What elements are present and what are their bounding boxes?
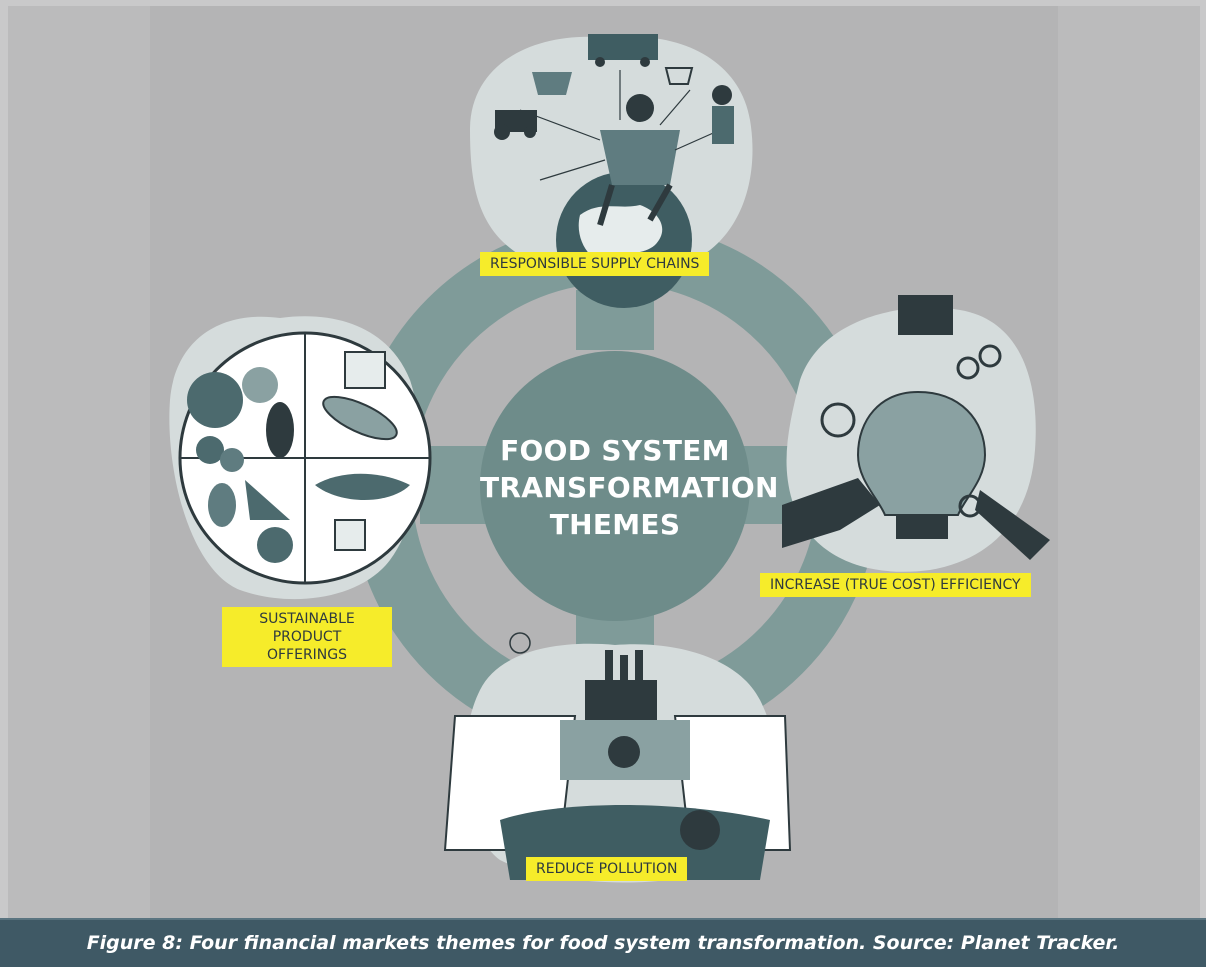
theme-label-product-offerings-line-1: SUSTAINABLE	[259, 611, 355, 627]
center-disc	[480, 351, 750, 621]
figure-caption: Figure 8: Four financial markets themes …	[0, 918, 1206, 967]
theme-label-product-offerings-line-2: PRODUCT OFFERINGS	[266, 629, 348, 663]
efficiency-illustration	[782, 295, 1050, 572]
center-title: FOOD SYSTEM TRANSFORMATION THEMES	[480, 432, 779, 543]
spoke-left	[420, 446, 490, 524]
center-title-line-1: FOOD SYSTEM	[500, 434, 730, 467]
chef-icon	[712, 85, 732, 105]
theme-label-pollution: REDUCE POLLUTION	[526, 857, 688, 881]
truck-icon	[588, 34, 658, 60]
factory-icon	[585, 680, 657, 724]
theme-label-supply-chains: RESPONSIBLE SUPPLY CHAINS	[480, 252, 710, 276]
diagram-canvas	[169, 34, 1050, 883]
food-plate-illustration	[169, 316, 432, 600]
center-title-line-3: THEMES	[549, 508, 681, 541]
pipe-icon	[608, 736, 640, 768]
theme-label-product-offerings: SUSTAINABLE PRODUCT OFFERINGS	[222, 607, 392, 667]
center-title-line-2: TRANSFORMATION	[480, 471, 779, 504]
pollution-illustration	[443, 632, 792, 883]
sun-icon	[509, 632, 531, 654]
theme-label-efficiency: INCREASE (TRUE COST) EFFICIENCY	[760, 573, 1031, 597]
cart-icon	[664, 67, 694, 85]
basket-icon	[532, 72, 572, 95]
gear-icon	[820, 402, 856, 438]
